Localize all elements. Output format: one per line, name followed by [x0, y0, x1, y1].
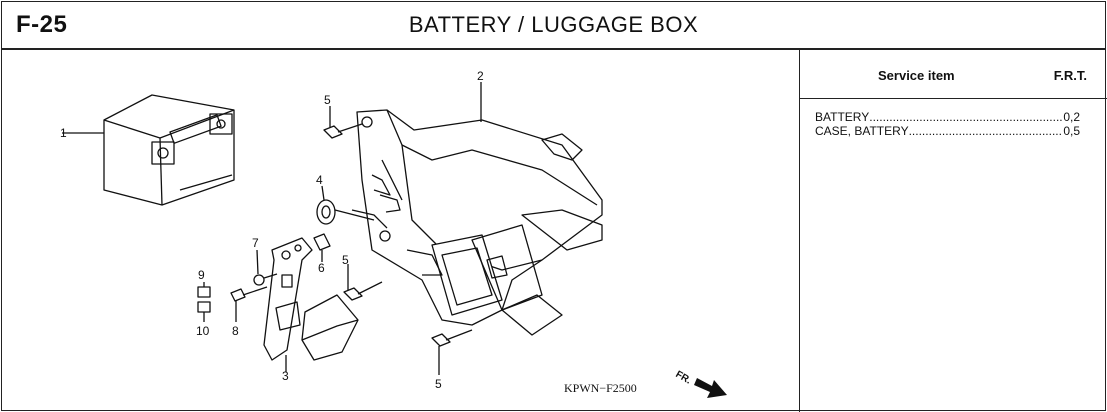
part-code: KPWN−F2500 [564, 381, 637, 395]
fuse-10-drawing [197, 301, 211, 322]
callout-7: 7 [252, 236, 259, 250]
frt-heading: F.R.T. [1053, 68, 1087, 83]
bolt-bottom-drawing [431, 329, 473, 375]
service-item-frt: 0,5 [1063, 124, 1080, 138]
header: F-25 BATTERY / LUGGAGE BOX [2, 2, 1105, 50]
callout-4: 4 [316, 173, 323, 187]
screw-7-drawing [253, 249, 278, 286]
front-direction-arrow-icon: FR. [674, 369, 727, 398]
fuse-9-drawing [197, 282, 211, 298]
callout-3: 3 [282, 369, 289, 383]
grommet-drawing [316, 185, 375, 225]
clip-drawing [313, 233, 331, 262]
service-item-heading: Service item [878, 68, 955, 83]
callout-9: 9 [198, 268, 205, 282]
callout-6: 6 [318, 261, 325, 275]
bolt-middle-drawing [343, 264, 383, 301]
service-panel: Service item F.R.T. BATTERY 0,2 CASE, BA… [800, 50, 1107, 412]
screw-8-drawing [230, 286, 268, 322]
exploded-view-drawing: 1 2 3 4 5 5 5 6 7 8 9 10 KPWN−F2500 FR. [60, 69, 727, 398]
service-row: BATTERY 0,2 [815, 110, 1080, 124]
service-item-label: BATTERY [815, 110, 870, 124]
fuse-bracket-drawing [263, 237, 359, 372]
direction-label: FR. [674, 369, 694, 387]
service-item-frt: 0,2 [1063, 110, 1080, 124]
leader-dots [869, 110, 1063, 124]
callout-5-top: 5 [324, 93, 331, 107]
battery-drawing [103, 94, 235, 206]
callout-5-bottom: 5 [435, 377, 442, 391]
callout-5-middle: 5 [342, 253, 349, 267]
page-code: F-25 [16, 11, 68, 38]
service-row: CASE, BATTERY 0,5 [815, 124, 1080, 138]
callout-2: 2 [477, 69, 484, 83]
callout-8: 8 [232, 324, 239, 338]
callout-1: 1 [60, 126, 67, 140]
service-item-label: CASE, BATTERY [815, 124, 909, 138]
page-title: BATTERY / LUGGAGE BOX [408, 12, 699, 37]
parts-diagram: 1 2 3 4 5 5 5 6 7 8 9 10 KPWN−F2500 FR. [2, 50, 800, 412]
bolt-top-drawing [323, 106, 363, 139]
leader-dots [909, 124, 1064, 138]
battery-case-drawing [351, 109, 603, 336]
service-header: Service item F.R.T. [800, 50, 1107, 99]
callout-10: 10 [196, 324, 210, 338]
